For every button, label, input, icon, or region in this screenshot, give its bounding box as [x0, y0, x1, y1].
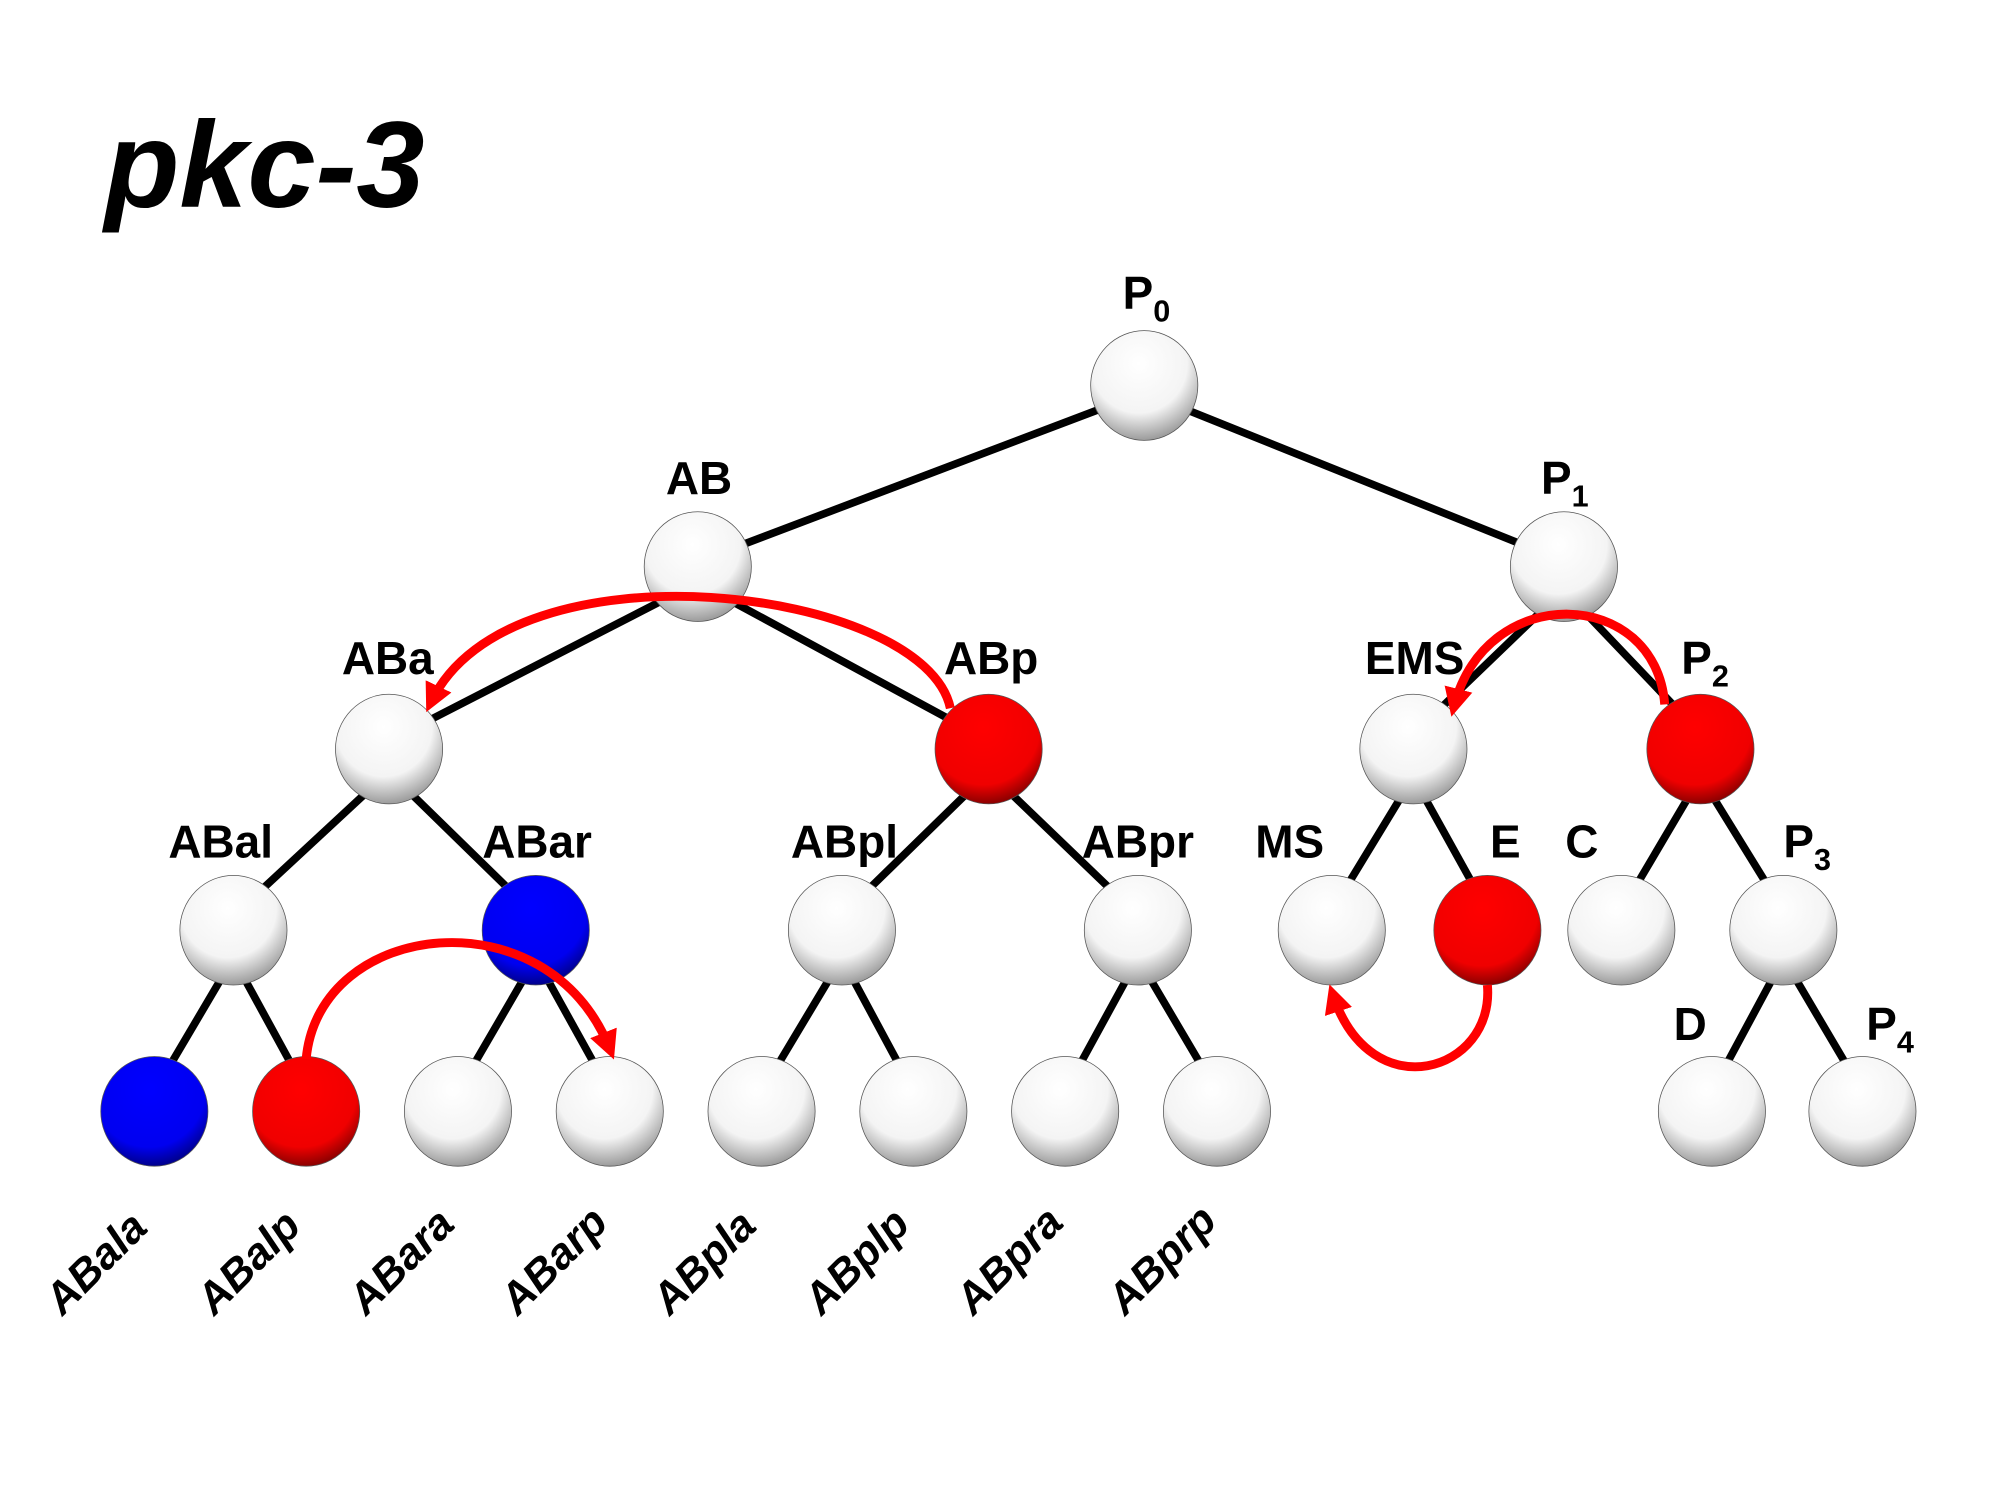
cell-P4: [1808, 1056, 1917, 1167]
cell-label-subscript: 3: [1814, 843, 1831, 877]
cell-label-AB: AB: [666, 452, 732, 504]
cell-label-P0: P0: [1123, 267, 1171, 329]
lineage-edges: [167, 400, 1850, 1067]
cell-label-D: D: [1674, 998, 1707, 1050]
edge-ABp-ABpl: [864, 789, 972, 894]
edge-ABar-ABara: [470, 977, 527, 1067]
cell-ABalp: [252, 1056, 361, 1167]
cell-ABpr: [1083, 874, 1192, 986]
lineage-nodes: [100, 330, 1917, 1167]
arrow-ABalp-to-ABarp: [301, 938, 617, 1060]
edge-ABpr-ABpra: [1076, 978, 1130, 1066]
cell-E: [1433, 874, 1542, 986]
cell-ABarp: [555, 1056, 664, 1167]
edge-ABa-ABar: [406, 789, 514, 894]
edge-ABpr-ABprp: [1147, 977, 1205, 1067]
arrow-ABp-to-ABa: [425, 591, 955, 713]
edge-AB-ABp: [723, 594, 957, 726]
cell-ABal: [179, 874, 288, 986]
cell-label-subscript: 0: [1153, 295, 1170, 329]
edge-P2-C: [1634, 796, 1691, 886]
cell-C: [1567, 874, 1676, 986]
cell-label-ABal: ABal: [168, 815, 273, 867]
cell-label-ABpl: ABpl: [791, 815, 898, 867]
edge-ABar-ABarp: [544, 978, 598, 1067]
edge-EMS-E: [1422, 797, 1476, 885]
edge-ABa-ABal: [257, 788, 371, 895]
cell-AB: [643, 511, 752, 622]
cell-MS: [1277, 874, 1386, 986]
leaf-label-ABara: ABara: [339, 1200, 464, 1325]
edge-ABal-ABalp: [242, 978, 295, 1066]
cell-label-subscript: 4: [1897, 1026, 1914, 1060]
cell-label-subscript: 1: [1572, 480, 1589, 514]
edge-P2-P3: [1710, 796, 1770, 886]
gene-title: pkc-3: [102, 96, 425, 233]
cell-ABa: [335, 693, 444, 805]
cell-EMS: [1359, 693, 1468, 805]
edge-AB-ABa: [421, 593, 672, 727]
cell-label-C: C: [1565, 815, 1598, 867]
arrow-E-to-MS: [1324, 984, 1493, 1072]
cell-ABara: [403, 1056, 512, 1167]
cell-label-P3: P3: [1783, 815, 1831, 877]
edge-ABpl-ABpla: [774, 977, 833, 1067]
cell-label-subscript: 2: [1712, 660, 1729, 694]
leaf-label-ABpra: ABpra: [946, 1198, 1073, 1325]
edge-ABal-ABala: [167, 977, 224, 1067]
cell-ABpra: [1011, 1056, 1120, 1167]
cell-label-P2: P2: [1681, 632, 1729, 694]
cell-P3: [1729, 874, 1838, 986]
leaf-label-ABplp: ABplp: [794, 1200, 919, 1325]
leaf-label-ABala: ABala: [35, 1203, 157, 1325]
edge-P0-AB: [733, 400, 1116, 552]
leaf-label-ABarp: ABarp: [490, 1198, 617, 1325]
cell-ABpl: [787, 874, 896, 986]
arrow-P2-to-EMS: [1444, 609, 1670, 717]
cell-P1: [1509, 511, 1618, 622]
cell-label-ABar: ABar: [482, 815, 592, 867]
edge-EMS-MS: [1345, 796, 1404, 886]
cell-label-ABp: ABp: [944, 632, 1038, 684]
leaf-label-ABalp: ABalp: [187, 1201, 310, 1324]
cell-P0: [1090, 330, 1199, 441]
edge-P3-D: [1723, 978, 1775, 1066]
cell-ABpla: [707, 1056, 816, 1167]
cell-label-ABpr: ABpr: [1082, 815, 1194, 867]
cell-label-EMS: EMS: [1365, 632, 1464, 684]
cell-D: [1657, 1056, 1766, 1167]
cell-ABplp: [859, 1056, 968, 1167]
cell-P2: [1646, 693, 1755, 805]
cell-ABprp: [1163, 1056, 1271, 1167]
cell-ABala: [100, 1056, 209, 1167]
cell-ABp: [934, 693, 1043, 805]
leaf-label-ABpla: ABpla: [642, 1201, 765, 1324]
edge-ABp-ABpr: [1006, 788, 1115, 894]
edge-ABpl-ABplp: [850, 978, 902, 1066]
signaling-arrows: [301, 591, 1670, 1072]
leaf-label-ABprp: ABprp: [1098, 1196, 1226, 1324]
cell-label-ABa: ABa: [342, 632, 434, 684]
cell-label-P4: P4: [1866, 998, 1914, 1060]
cell-ABar: [481, 874, 590, 986]
edge-P0-P1: [1172, 401, 1529, 551]
cell-label-MS: MS: [1255, 815, 1324, 867]
cell-label-P1: P1: [1541, 452, 1589, 514]
cell-label-E: E: [1490, 815, 1521, 867]
edge-P3-P4: [1792, 977, 1850, 1067]
